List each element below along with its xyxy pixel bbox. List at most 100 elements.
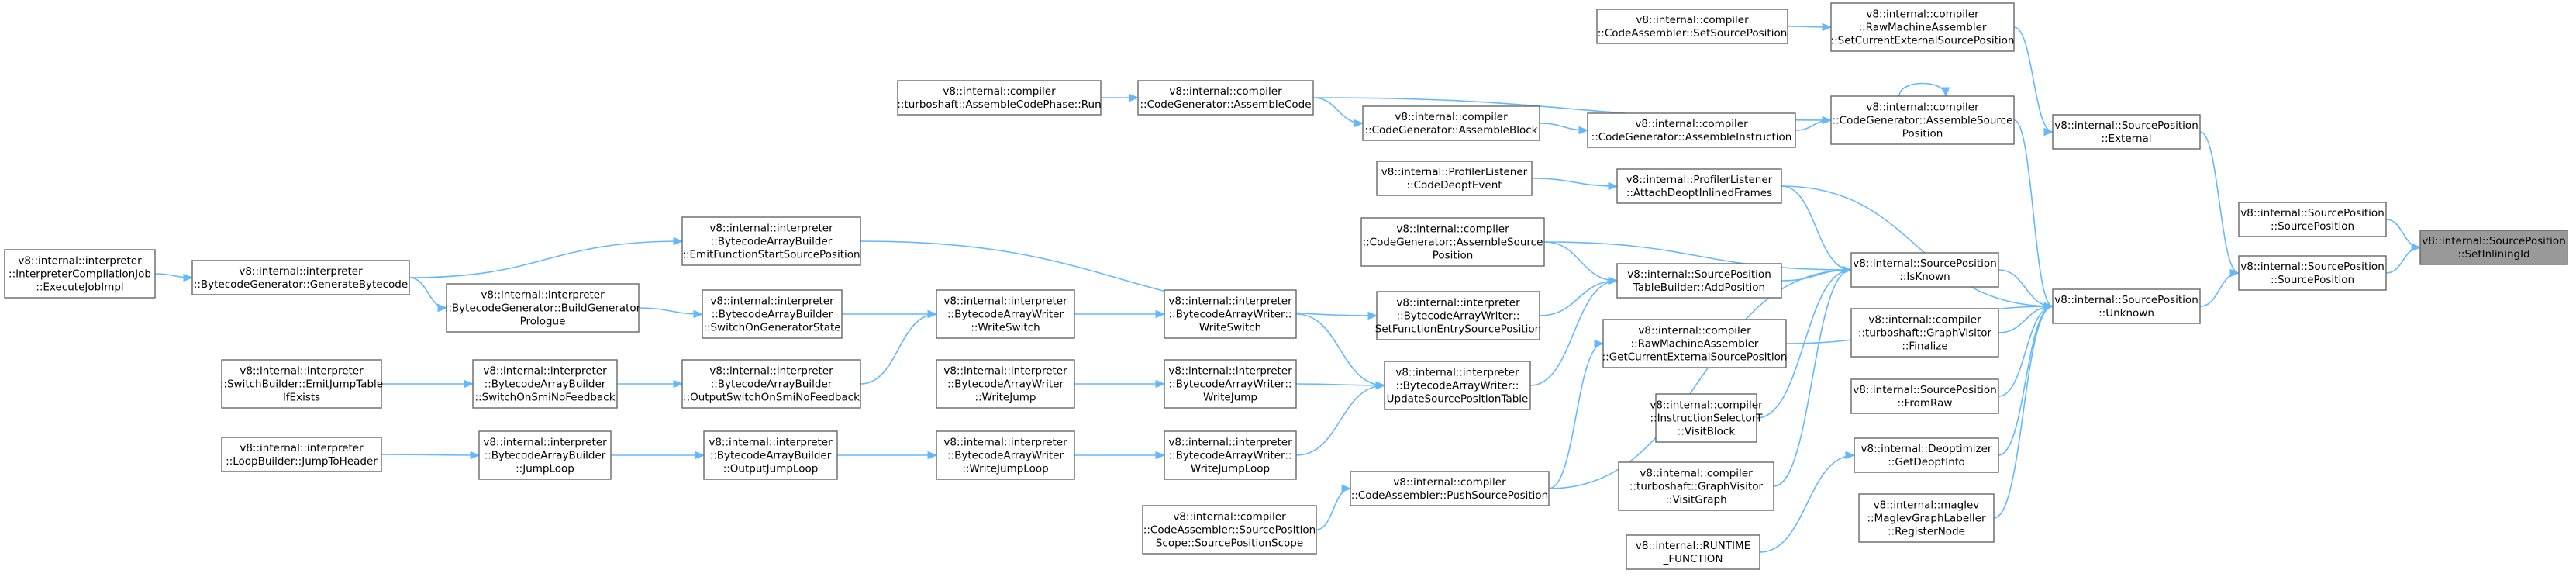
- node-bab_jumploop[interactable]: v8::internal::interpreter::BytecodeArray…: [478, 430, 612, 480]
- node-label-line: v8::internal::compiler: [1635, 118, 1748, 130]
- node-runtime_function[interactable]: v8::internal::RUNTIME_FUNCTION: [1626, 534, 1760, 570]
- node-cg_assemblesourceposition2[interactable]: v8::internal::compiler::CodeGenerator::A…: [1360, 217, 1545, 267]
- node-bab_outputjumploop[interactable]: v8::internal::interpreter::BytecodeArray…: [703, 430, 838, 480]
- node-sp_fromraw[interactable]: v8::internal::SourcePosition::FromRaw: [1850, 378, 1999, 414]
- edge-line: [1531, 178, 1618, 187]
- node-label-line: ::Finalize: [1902, 340, 1947, 353]
- arrowhead-icon: [437, 303, 448, 313]
- node-box: [936, 430, 1075, 480]
- node-sp_unknown[interactable]: v8::internal::SourcePosition::Unknown: [2052, 288, 2201, 324]
- node-box: [1858, 493, 1995, 543]
- node-label-line: v8::internal::compiler: [1868, 314, 1981, 327]
- node-label-line: ::VisitGraph: [1665, 494, 1726, 506]
- node-label-line: v8::internal::interpreter: [239, 265, 363, 278]
- edge-baw_writejumploop_b-to-baw_updatesourcepositiontable: [1295, 381, 1386, 456]
- node-label-line: ::JumpLoop: [516, 463, 574, 475]
- node-baw_writeswitch_b[interactable]: v8::internal::interpreter::BytecodeArray…: [1164, 289, 1297, 339]
- node-cg_assemblesourceposition[interactable]: v8::internal::compiler::CodeGenerator::A…: [1830, 95, 2015, 145]
- node-setinliningid[interactable]: v8::internal::SourcePosition::SetInlinin…: [2419, 230, 2568, 265]
- node-box: [1850, 252, 1999, 288]
- node-label-line: ::BytecodeArrayWriter::: [1169, 309, 1292, 321]
- node-sp_isknown[interactable]: v8::internal::SourcePosition::IsKnown: [1850, 252, 1999, 288]
- node-label-line: ::BytecodeArrayWriter: [947, 309, 1064, 321]
- edge-line: [1773, 269, 1852, 487]
- node-label-line: WriteJump: [1203, 392, 1257, 404]
- node-baw_outputswitchonsmi[interactable]: v8::internal::interpreter::BytecodeArray…: [681, 359, 861, 409]
- node-sp_external[interactable]: v8::internal::SourcePosition::External: [2052, 114, 2201, 150]
- node-pl_attachdeopt[interactable]: v8::internal::ProfilerListener::AttachDe…: [1616, 168, 1782, 204]
- node-box: [1137, 80, 1314, 116]
- node-cg_assemblecode[interactable]: v8::internal::compiler::CodeGenerator::A…: [1137, 80, 1314, 116]
- node-icj_executejobimpl[interactable]: v8::internal::interpreter::InterpreterCo…: [4, 249, 156, 299]
- node-label-line: Position: [1433, 250, 1474, 262]
- node-label-line: v8::internal::compiler: [1638, 325, 1751, 337]
- node-label-line: ::MaglevGraphLabeller: [1867, 513, 1986, 525]
- node-box: [897, 80, 1102, 116]
- edge-baw_writejump_a-to-baw_writejump_b: [1074, 379, 1166, 389]
- node-sptb_addposition[interactable]: v8::internal::SourcePositionTableBuilder…: [1616, 263, 1782, 299]
- node-bab_switchonsmi[interactable]: v8::internal::interpreter::BytecodeArray…: [472, 359, 618, 409]
- node-label-line: v8::internal::interpreter: [240, 442, 364, 454]
- edge-baw_updatesourcepositiontable-to-sptb_addposition: [1529, 276, 1619, 386]
- edge-line: [1543, 241, 1852, 271]
- node-ca_pushsourceposition[interactable]: v8::internal::compiler::CodeAssembler::P…: [1350, 471, 1550, 506]
- node-label-line: v8::internal::SourcePosition: [1627, 268, 1771, 281]
- edge-pl_attachdeopt-to-sp_isknown: [1781, 185, 1853, 275]
- node-sb_emitjumptable[interactable]: v8::internal::interpreter::SwitchBuilder…: [220, 359, 383, 409]
- node-bg_buildgeneratorprologue[interactable]: v8::internal::interpreter::BytecodeGener…: [445, 283, 641, 333]
- node-label-line: _FUNCTION: [1663, 553, 1723, 565]
- edge-line: [1529, 280, 1618, 386]
- node-pl_codedeoptevent[interactable]: v8::internal::ProfilerListener::CodeDeop…: [1376, 161, 1533, 196]
- node-sp_sourceposition_mid[interactable]: v8::internal::SourcePosition::SourcePosi…: [2238, 255, 2387, 291]
- node-baw_updatesourcepositiontable[interactable]: v8::internal::interpreter::BytecodeArray…: [1384, 361, 1531, 410]
- arrowhead-icon: [2043, 302, 2054, 311]
- node-box: [446, 283, 640, 333]
- node-ist_visitblock[interactable]: v8::internal::compiler::InstructionSelec…: [1650, 393, 1763, 443]
- node-label-line: IfExists: [283, 392, 320, 404]
- edge-line: [1781, 185, 2054, 307]
- node-label-line: ::BytecodeArrayBuilder: [711, 236, 833, 248]
- node-deopt_getdeoptinfo[interactable]: v8::internal::Deoptimizer::GetDeoptInfo: [1854, 437, 1999, 473]
- node-ts_graphvisitor_visitgraph[interactable]: v8::internal::compiler::turboshaft::Grap…: [1618, 461, 1774, 511]
- edge-sp_sourceposition_mid-to-setinliningid: [2385, 243, 2422, 274]
- node-baw_setfunctionentry[interactable]: v8::internal::interpreter::BytecodeArray…: [1375, 291, 1541, 340]
- node-baw_writejump_b[interactable]: v8::internal::interpreter::BytecodeArray…: [1164, 359, 1297, 409]
- node-cg_assembleblock[interactable]: v8::internal::compiler::CodeGenerator::A…: [1362, 105, 1540, 141]
- node-cas_sourcepositionscope[interactable]: v8::internal::compiler::CodeAssembler::S…: [1142, 505, 1317, 555]
- edge-cg_assembleblock-to-cg_assembleinstruction: [1539, 123, 1589, 135]
- node-bab_emitfunctionstart[interactable]: v8::internal::interpreter::BytecodeArray…: [681, 216, 861, 266]
- node-ts_assemblecodephase[interactable]: v8::internal::compiler::turboshaft::Asse…: [897, 80, 1102, 116]
- node-label-line: ::SourcePosition: [2271, 220, 2354, 233]
- node-baw_writejumploop_b[interactable]: v8::internal::interpreter::BytecodeArray…: [1164, 430, 1297, 480]
- node-box: [191, 260, 410, 295]
- arrowhead-icon: [673, 379, 684, 389]
- node-label-line: ::BytecodeArrayBuilder: [710, 450, 832, 462]
- node-label-line: v8::internal::interpreter: [709, 223, 833, 235]
- node-label-line: SetFunctionEntrySourcePosition: [1375, 323, 1541, 336]
- node-baw_writejumploop_a[interactable]: v8::internal::interpreter::BytecodeArray…: [936, 430, 1075, 480]
- node-sp_sourceposition_top[interactable]: v8::internal::SourcePosition::SourcePosi…: [2238, 202, 2387, 237]
- arrowhead-icon: [1608, 276, 1619, 285]
- node-rma_setcurrentexternal[interactable]: v8::internal::compiler::RawMachineAssemb…: [1830, 2, 2015, 52]
- node-rma_getcurrentexternal[interactable]: v8::internal::compiler::RawMachineAssemb…: [1602, 319, 1788, 368]
- node-cg_assembleinstruction[interactable]: v8::internal::compiler::CodeGenerator::A…: [1587, 112, 1796, 148]
- node-ca_setsourceposition[interactable]: v8::internal::compiler::CodeAssembler::S…: [1596, 9, 1788, 44]
- edge-rma_setcurrentexternal-to-sp_external: [2013, 26, 2054, 136]
- node-label-line: v8::internal::Deoptimizer: [1861, 443, 1992, 455]
- node-label-line: ::VisitBlock: [1678, 426, 1736, 438]
- node-baw_writeswitch_a[interactable]: v8::internal::interpreter::BytecodeArray…: [936, 289, 1075, 339]
- node-label-line: v8::internal::SourcePosition: [1853, 384, 1997, 396]
- arrowhead-icon: [183, 273, 194, 282]
- edge-sp_external-to-sp_sourceposition_mid: [2199, 131, 2240, 278]
- node-bab_switchongeneratorstate[interactable]: v8::internal::interpreter::BytecodeArray…: [702, 289, 843, 339]
- node-lb_jumptoheader[interactable]: v8::internal::interpreter::LoopBuilder::…: [221, 437, 382, 472]
- node-label-line: ::BytecodeArrayWriter: [947, 378, 1064, 391]
- node-bg_generatebytecode[interactable]: v8::internal::interpreter::BytecodeGener…: [191, 260, 410, 295]
- node-label-line: ::turboshaft::GraphVisitor: [1858, 327, 1992, 340]
- node-maglev_registernode[interactable]: v8::internal::maglev::MaglevGraphLabelle…: [1858, 493, 1995, 543]
- node-baw_writejump_a[interactable]: v8::internal::interpreter::BytecodeArray…: [936, 359, 1075, 409]
- edge-line: [1756, 269, 1852, 419]
- node-label-line: v8::internal::interpreter: [943, 437, 1067, 449]
- node-label-line: ::AttachDeoptInlinedFrames: [1626, 187, 1772, 199]
- node-ts_graphvisitor_finalize[interactable]: v8::internal::compiler::turboshaft::Grap…: [1850, 308, 1999, 358]
